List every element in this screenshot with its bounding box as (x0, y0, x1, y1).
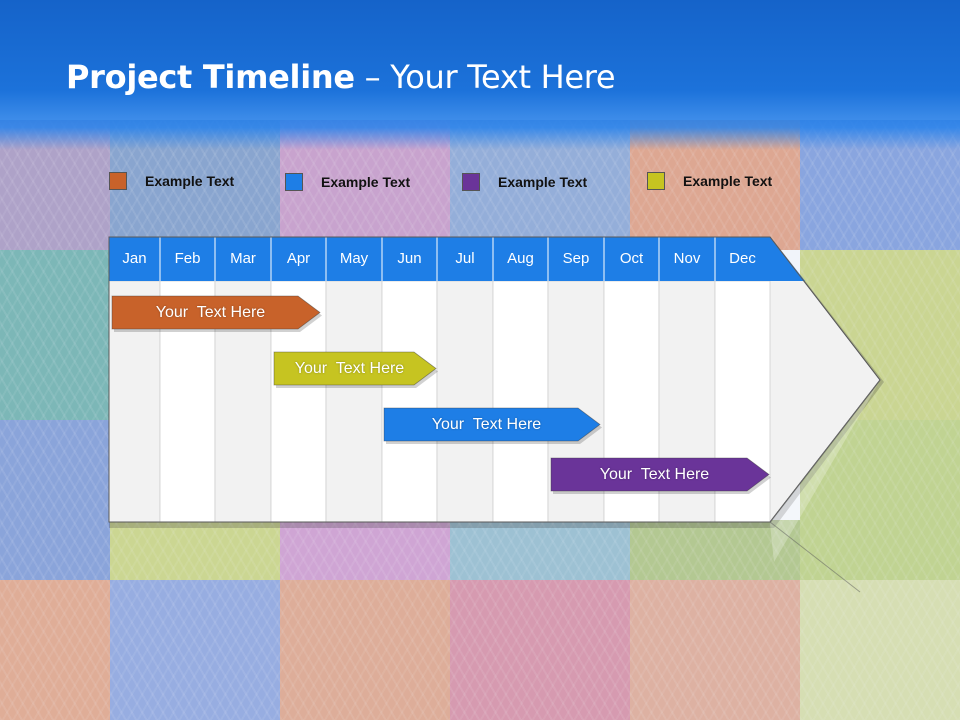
month-column (436, 280, 494, 523)
arrow-reflection (770, 384, 878, 562)
legend-item: Example Text (109, 170, 234, 192)
month-column (492, 280, 549, 523)
legend-swatch (109, 172, 127, 190)
month-label: Nov (673, 250, 701, 267)
title-rest: – Your Text Here (354, 58, 616, 96)
month-label: Jun (397, 250, 422, 267)
task-label: Your Text Here (155, 304, 266, 321)
month-column (325, 280, 383, 523)
arrow-edge (769, 379, 881, 523)
legend-label: Example Text (145, 173, 235, 189)
title-bar (0, 0, 960, 150)
month-label: Mar (230, 250, 256, 267)
month-column (381, 280, 438, 523)
legend-swatch (285, 173, 303, 191)
month-label: Jul (455, 250, 475, 267)
slide-title: Project Timeline – Your Text Here (66, 58, 616, 96)
title-bold: Project Timeline (66, 58, 355, 96)
month-label: Jan (122, 250, 147, 267)
arrow-reflection-edge (769, 521, 861, 593)
month-label: Oct (619, 250, 644, 267)
legend-item: Example Text (647, 170, 772, 192)
month-header (109, 237, 805, 281)
month-label: Apr (286, 250, 311, 267)
legend-label: Example Text (321, 174, 411, 190)
task-bar (383, 407, 601, 442)
task-label: Your Text Here (294, 360, 405, 377)
task-label: Your Text Here (431, 416, 542, 433)
legend-swatch (462, 173, 480, 191)
month-label: Dec (729, 250, 756, 267)
legend-item: Example Text (462, 171, 587, 193)
legend-item: Example Text (285, 171, 410, 193)
month-label: May (339, 250, 369, 267)
legend-label: Example Text (683, 173, 773, 189)
month-label: Sep (562, 250, 590, 267)
month-label: Feb (174, 250, 201, 267)
task-bar (550, 457, 770, 492)
legend-label: Example Text (498, 174, 588, 190)
month-label: Aug (507, 250, 534, 267)
task-bar (111, 295, 321, 330)
task-bar (273, 351, 437, 386)
legend-swatch (647, 172, 665, 190)
task-label: Your Text Here (599, 466, 710, 483)
